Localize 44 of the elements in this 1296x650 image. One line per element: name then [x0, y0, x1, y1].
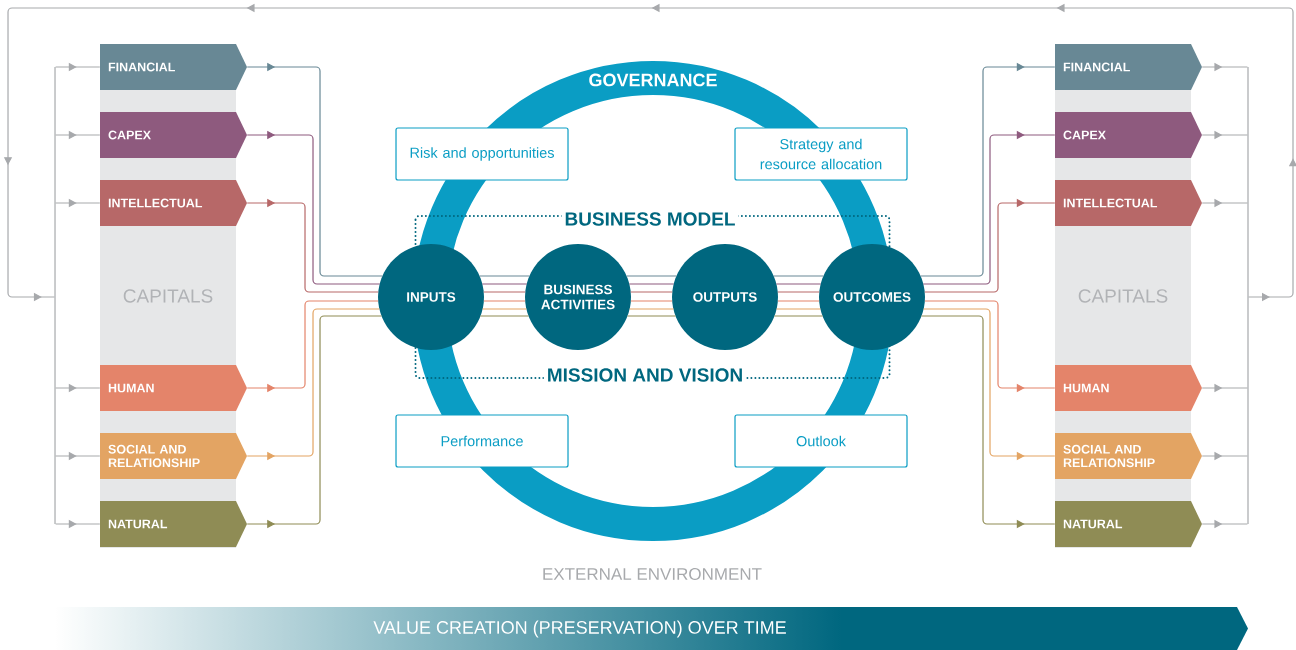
connector-line — [626, 315, 677, 317]
arrow — [924, 198, 1056, 293]
text-box: Outlook — [734, 414, 908, 468]
capital-tab: HUMAN — [1055, 365, 1202, 411]
text-box: Performance — [395, 414, 569, 468]
capital-tab: FINANCIAL — [100, 44, 247, 90]
connector-line — [777, 291, 820, 293]
connector-line — [629, 308, 674, 310]
connector-line — [776, 308, 821, 310]
arrow — [246, 62, 383, 277]
text-box: Strategy and resource allocation — [734, 127, 908, 181]
capital-tab: NATURAL — [100, 501, 247, 547]
bus-line — [1247, 67, 1249, 524]
connector-line — [479, 275, 530, 277]
bus-line — [54, 67, 56, 524]
connector-line — [630, 291, 673, 293]
connector-line — [773, 275, 824, 277]
connector-line — [773, 315, 824, 317]
capital-tab: SOCIAL AND RELATIONSHIP — [100, 433, 247, 479]
environment-label: EXTERNAL ENVIRONMENT — [543, 567, 762, 580]
node-label: VALUE CREATION (PRESERVATION) OVER TIME — [373, 620, 786, 638]
capital-tab: FINANCIAL — [1055, 44, 1202, 90]
connector-line — [777, 300, 820, 302]
capital-tab: HUMAN — [100, 365, 247, 411]
capital-tab: CAPEX — [100, 112, 247, 158]
arrow — [246, 198, 379, 293]
capital-tab: INTELLECTUAL — [100, 180, 247, 226]
connector-line — [775, 283, 822, 285]
arrow — [246, 130, 381, 285]
capital-tab: INTELLECTUAL — [1055, 180, 1202, 226]
capital-tab: NATURAL — [1055, 501, 1202, 547]
connector-line — [626, 275, 677, 277]
connector-line — [483, 291, 526, 293]
capital-tab: CAPEX — [1055, 112, 1202, 158]
arrow — [920, 62, 1056, 277]
arrow — [922, 130, 1056, 285]
connector-line — [630, 300, 673, 302]
text-box: Risk and opportunities — [395, 127, 569, 181]
capital-tab: SOCIAL AND RELATIONSHIP — [1055, 433, 1202, 479]
connector-line — [479, 315, 530, 317]
connector-line — [481, 283, 528, 285]
connector-line — [482, 308, 527, 310]
connector-line — [628, 283, 675, 285]
connector-line — [483, 300, 526, 302]
